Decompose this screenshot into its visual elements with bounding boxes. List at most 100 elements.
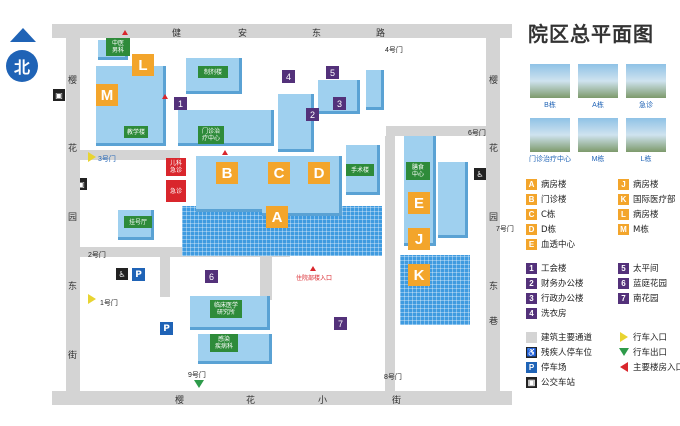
legend-label: 残疾人停车位: [541, 348, 593, 358]
accessible-parking-icon: ♿: [474, 168, 486, 180]
gate-7[interactable]: 7号门: [496, 226, 514, 233]
compass-badge: 北: [6, 50, 38, 82]
photo-caption: 门诊治疗中心: [529, 156, 571, 163]
tag-zhongyi[interactable]: 中医 男科: [106, 38, 130, 56]
facility-marker-2[interactable]: 2: [306, 108, 319, 121]
street-right-2: 花: [489, 143, 499, 153]
legend-swatch: B: [526, 193, 537, 205]
street-left-4: 东: [68, 281, 78, 291]
photo-a-building: [578, 64, 618, 98]
legend-swatch: 7: [618, 292, 629, 304]
tag-zhiji[interactable]: 制剂楼: [198, 66, 228, 78]
tag-linchuang[interactable]: 临床医学 研究所: [210, 300, 242, 318]
legend-item-bus: ▣ 公交车站: [526, 376, 575, 388]
gate-4[interactable]: 4号门: [385, 47, 403, 54]
street-top-3: 东: [312, 28, 322, 38]
tag-guahao[interactable]: 挂号厅: [124, 216, 152, 228]
legend-item-parking: P 停车场: [526, 361, 567, 373]
road-inner-right: [386, 126, 486, 136]
compass-label: 北: [13, 58, 30, 77]
gate-9[interactable]: 9号门: [188, 372, 206, 379]
building-marker-c[interactable]: C: [268, 162, 290, 184]
building-block: [366, 70, 384, 110]
legend-item-m: M M栋: [618, 223, 649, 235]
building-marker-a[interactable]: A: [266, 206, 288, 228]
building-marker-d[interactable]: D: [308, 162, 330, 184]
entrance-marker-icon: [122, 30, 128, 35]
legend-label: 主要楼房入口: [633, 363, 680, 373]
legend-item-d: D D栋: [526, 223, 556, 235]
street-right-4: 东: [489, 281, 499, 291]
car-exit-icon: [618, 347, 629, 358]
facility-marker-1[interactable]: 1: [174, 97, 187, 110]
road-inner-left: [80, 150, 180, 160]
legend-item-j: J 病房楼: [618, 178, 659, 190]
tag-ganran[interactable]: 感染 疾病科: [210, 334, 238, 352]
legend-swatch: L: [618, 208, 629, 220]
legend-label: 行政办公楼: [541, 294, 584, 304]
tag-erke[interactable]: 儿科 急诊: [166, 158, 186, 176]
tag-jiaoxue[interactable]: 教学楼: [124, 126, 148, 138]
legend-label: 病房楼: [541, 180, 567, 190]
legend-panel: 院区总平面图 B栋 A栋 急诊 门诊治疗中心 M栋 L栋 A 病房楼 J 病房楼…: [520, 0, 680, 426]
legend-label: 病房楼: [633, 180, 659, 190]
street-left-3: 园: [68, 212, 78, 222]
street-top-1: 健: [172, 28, 182, 38]
photo-b-building: [530, 64, 570, 98]
building-block: [438, 162, 468, 238]
car-entry-icon: [618, 332, 629, 343]
legend-label: D栋: [541, 225, 557, 235]
facility-marker-3[interactable]: 3: [333, 97, 346, 110]
tag-shoushu[interactable]: 手术楼: [346, 164, 374, 176]
legend-item-e: E 血透中心: [526, 238, 575, 250]
building-marker-b[interactable]: B: [216, 162, 238, 184]
legend-item-accessible: ♿ 残疾人停车位: [526, 346, 592, 358]
facility-marker-6[interactable]: 6: [205, 270, 218, 283]
legend-swatch: K: [618, 193, 629, 205]
parking-icon: P: [132, 268, 145, 281]
legend-item-main-passage: 建筑主要通道: [526, 331, 592, 343]
legend-label: 国际医疗部: [633, 195, 676, 205]
tag-jizhen[interactable]: 急诊: [166, 180, 186, 202]
gate-1[interactable]: 1号门: [100, 300, 118, 307]
building-marker-m[interactable]: M: [96, 84, 118, 106]
gate-2[interactable]: 2号门: [88, 252, 106, 259]
road-inner-vert: [385, 136, 395, 391]
parking-icon: P: [526, 361, 537, 373]
building-marker-j[interactable]: J: [408, 228, 430, 250]
road-right: [486, 24, 500, 405]
gate-3[interactable]: 3号门: [98, 156, 116, 163]
street-bottom-1: 樱: [175, 395, 185, 405]
facility-marker-7[interactable]: 7: [334, 317, 347, 330]
legend-swatch: A: [526, 178, 537, 190]
legend-label: 南花园: [633, 294, 659, 304]
tag-shanshi[interactable]: 膳食 中心: [406, 162, 430, 180]
facility-marker-5[interactable]: 5: [326, 66, 339, 79]
photo-caption: B栋: [544, 102, 556, 109]
plaza-main: [182, 206, 382, 256]
parking-icon: P: [160, 322, 173, 335]
tag-menzhen[interactable]: 门诊治 疗中心: [198, 126, 224, 144]
road-left: [66, 24, 80, 405]
building-block: [404, 136, 436, 246]
gate-6[interactable]: 6号门: [468, 130, 486, 137]
legend-swatch: E: [526, 238, 537, 250]
legend-item-1: 1 工会楼: [526, 262, 567, 274]
street-right-1: 樱: [489, 75, 499, 85]
building-marker-l[interactable]: L: [132, 54, 154, 76]
building-marker-k[interactable]: K: [408, 264, 430, 286]
legend-label: C栋: [541, 210, 556, 220]
legend-item-3: 3 行政办公楼: [526, 292, 584, 304]
legend-item-a: A 病房楼: [526, 178, 567, 190]
building-marker-e[interactable]: E: [408, 192, 430, 214]
accessible-parking-icon: ♿: [526, 346, 537, 358]
building-block: [278, 94, 314, 152]
facility-marker-4[interactable]: 4: [282, 70, 295, 83]
gate-8[interactable]: 8号门: [384, 374, 402, 381]
entrance-marker-icon: [222, 150, 228, 155]
legend-swatch: M: [618, 223, 629, 235]
car-entry-icon: [88, 152, 96, 162]
building-block: [178, 110, 274, 146]
legend-swatch: 4: [526, 307, 537, 319]
street-top-2: 安: [238, 28, 248, 38]
